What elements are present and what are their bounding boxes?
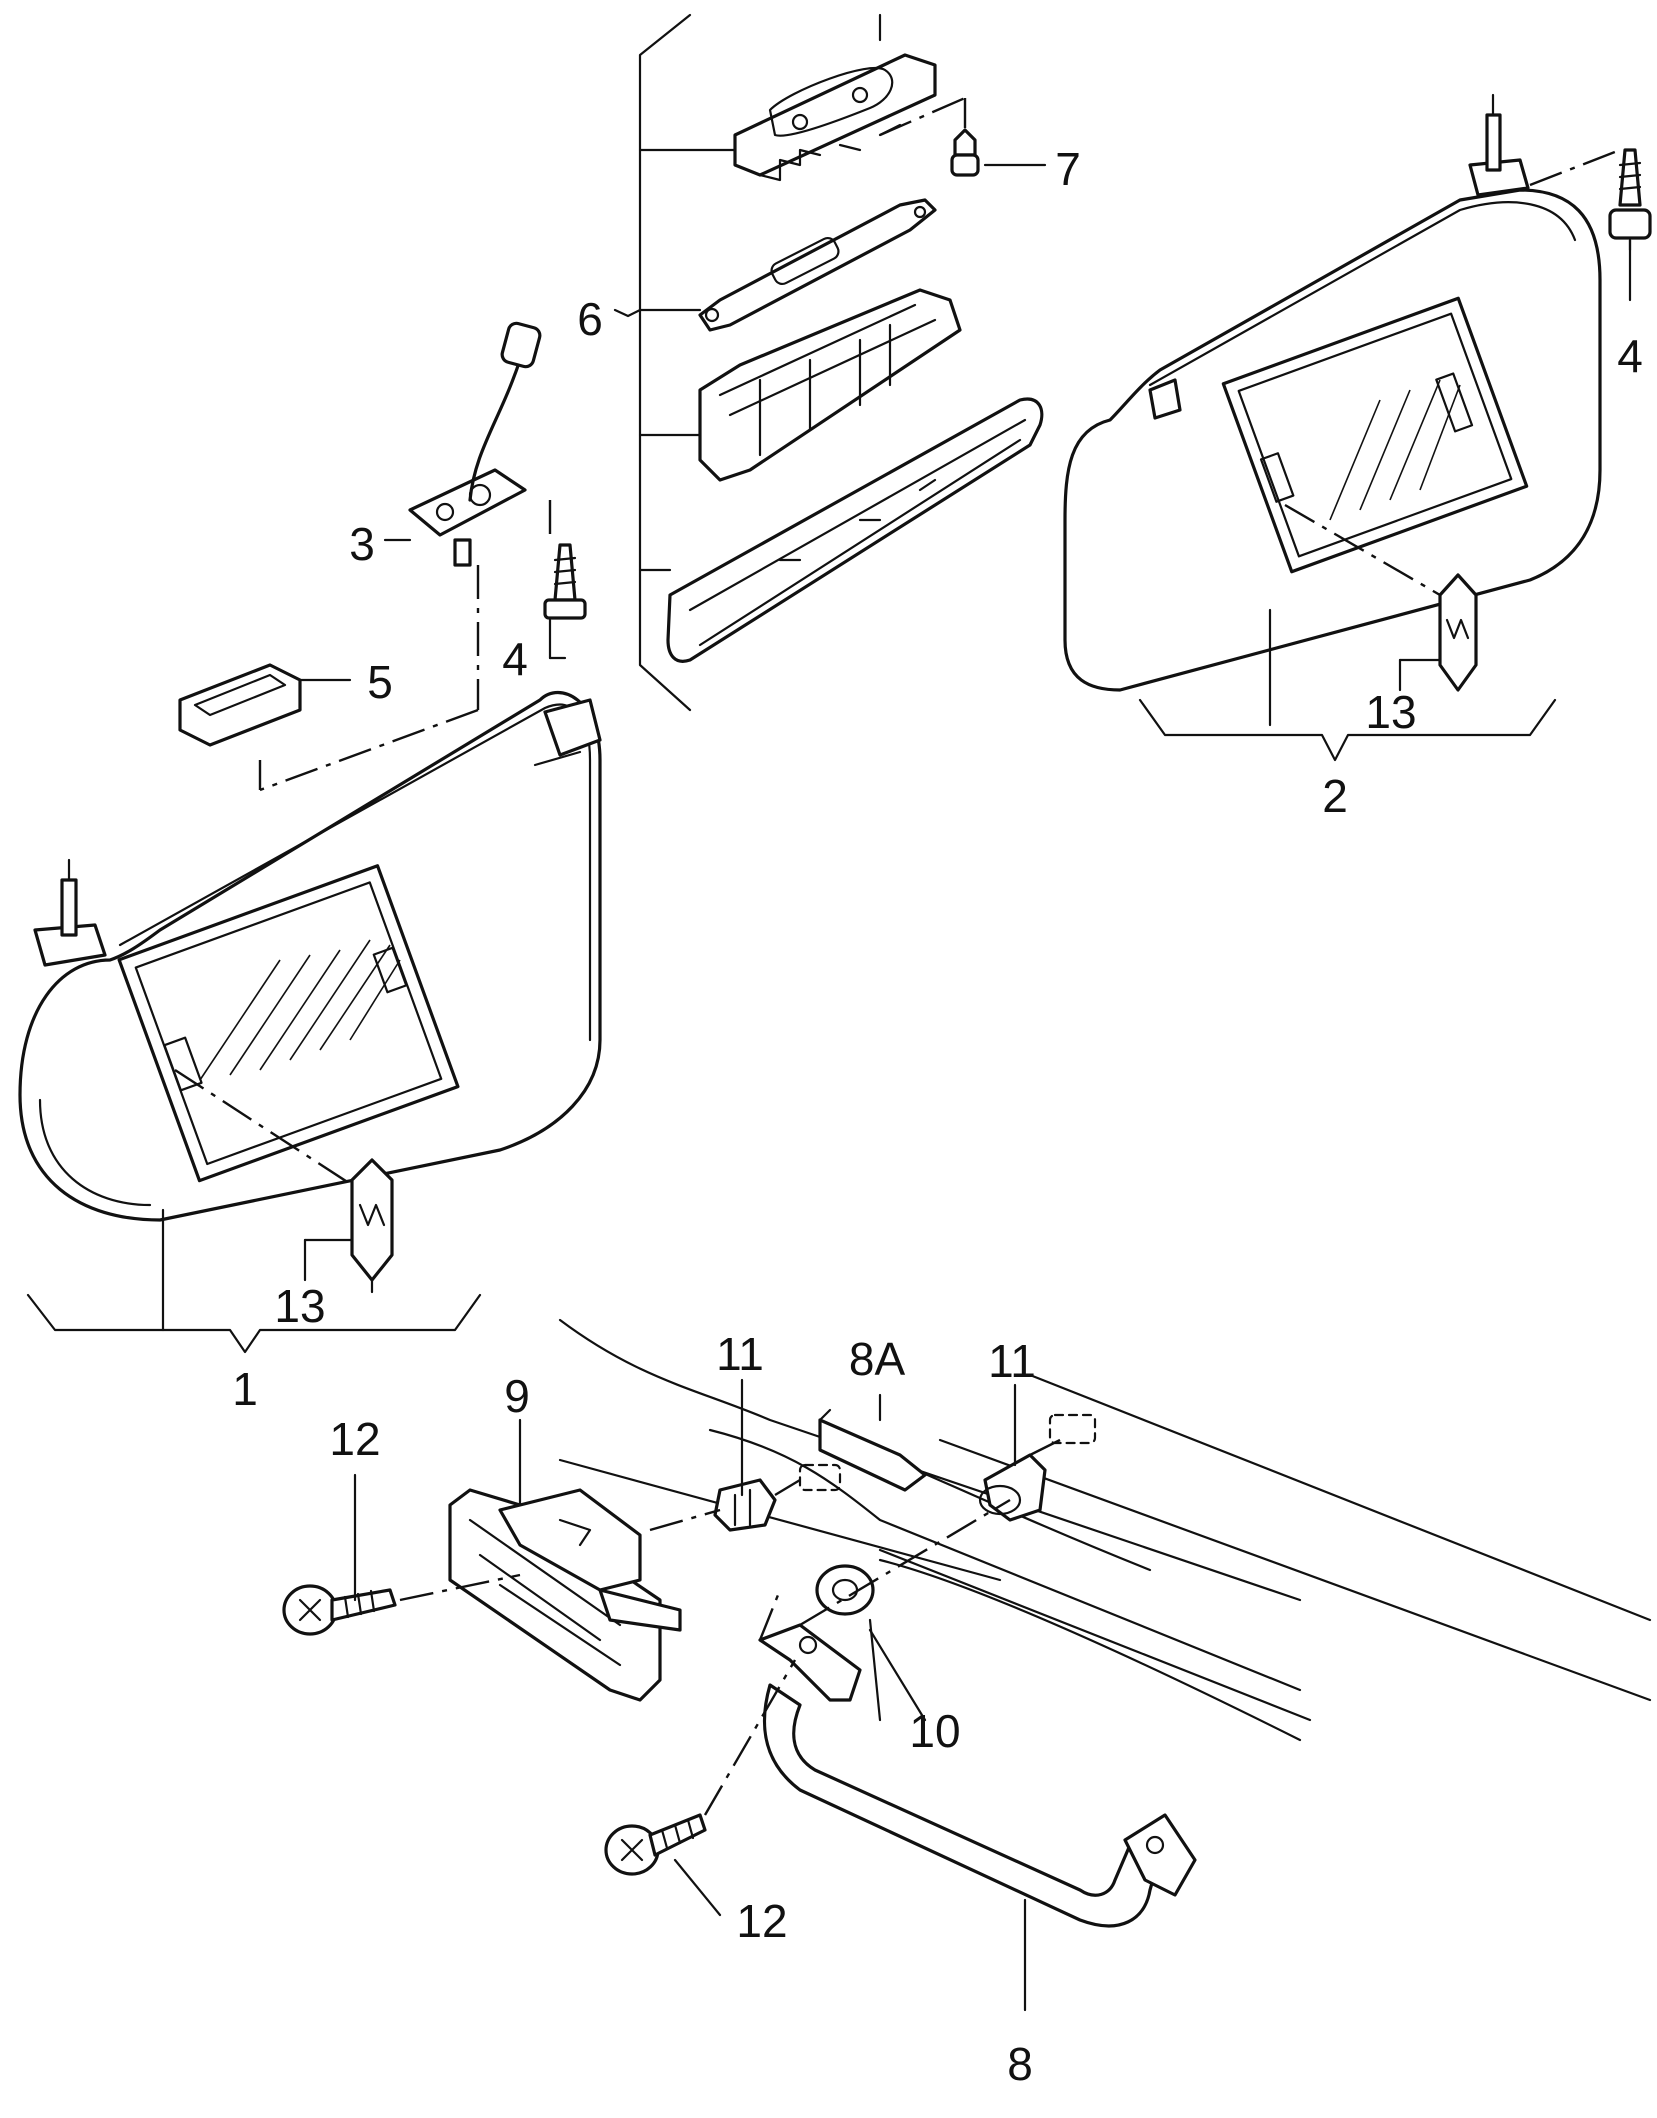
callout-7: 7 — [1055, 143, 1081, 195]
callout-2: 2 — [1322, 770, 1348, 822]
callout-11-right: 11 — [988, 1335, 1036, 1387]
bulb-right — [1438, 573, 1478, 692]
clip-11-right — [978, 1413, 1097, 1522]
roof-liner-outline — [558, 1318, 1652, 1742]
sun-visor-right — [1063, 93, 1602, 692]
clip-part-7 — [950, 128, 980, 177]
callout-1: 1 — [232, 1363, 258, 1415]
callout-12-lower: 12 — [736, 1895, 787, 1947]
callout-11-left: 11 — [716, 1328, 764, 1380]
callout-4-right: 4 — [1617, 330, 1643, 382]
callout-12-upper: 12 — [329, 1413, 380, 1465]
console-assembly-6 — [666, 13, 1044, 663]
grommet-10 — [815, 1564, 875, 1616]
hinge-with-cable — [408, 321, 542, 567]
callout-6: 6 — [577, 293, 603, 345]
callout-13-left: 13 — [274, 1280, 325, 1332]
callout-8a: 8A — [849, 1333, 906, 1385]
clip-part-5 — [178, 663, 302, 747]
callout-3: 3 — [349, 518, 375, 570]
screw-12-upper — [282, 1584, 397, 1636]
handle-bracket-9 — [448, 1488, 682, 1702]
pin-8a — [818, 1408, 927, 1492]
screw-12-lower — [604, 1813, 707, 1876]
callout-4-left: 4 — [502, 633, 528, 685]
callout-10: 10 — [909, 1705, 960, 1757]
callout-5: 5 — [367, 656, 393, 708]
clip-11-upper — [713, 1463, 842, 1532]
callout-9: 9 — [504, 1370, 530, 1422]
callout-13-right: 13 — [1365, 686, 1416, 738]
grab-handle-8 — [758, 1623, 1197, 1928]
screw-4-right — [1608, 148, 1652, 240]
callout-8: 8 — [1007, 2038, 1033, 2090]
sun-visor-left — [18, 690, 602, 1222]
bulb-left — [350, 1158, 394, 1294]
screw-4-left — [543, 543, 587, 620]
